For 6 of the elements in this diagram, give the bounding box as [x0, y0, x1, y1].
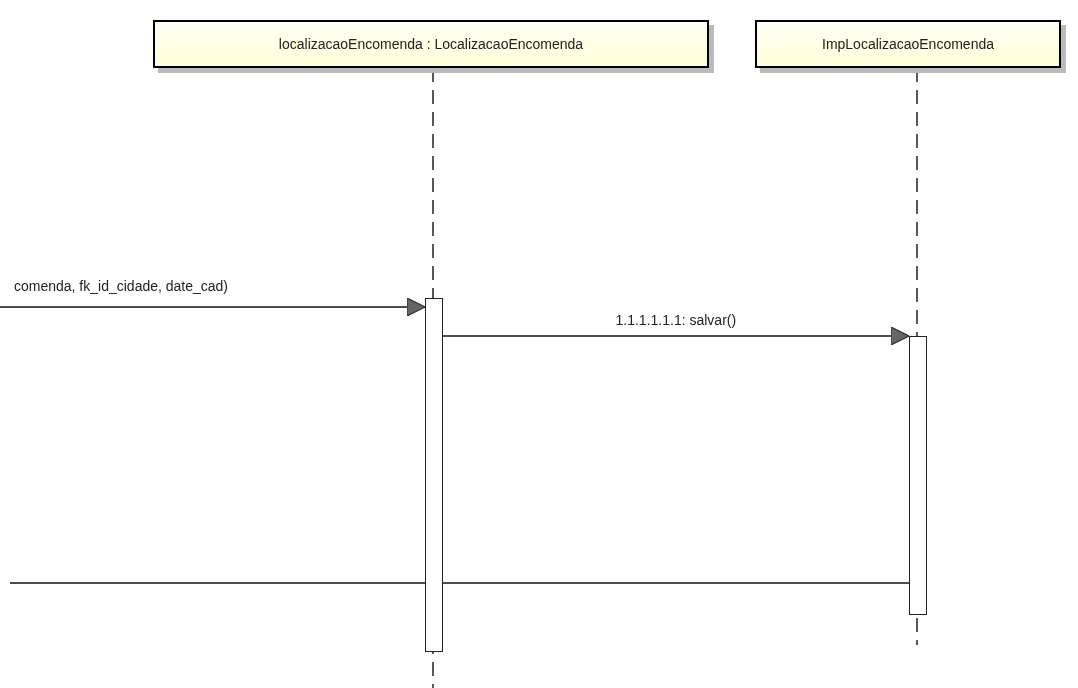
message-arrow: [0, 297, 426, 317]
message-arrow: [442, 326, 910, 346]
message-line: [9, 582, 910, 584]
message-label: 1.1.1.1.1.1: salvar(): [613, 312, 739, 328]
activation-bar: [909, 336, 927, 615]
activation-bar: [425, 298, 443, 652]
